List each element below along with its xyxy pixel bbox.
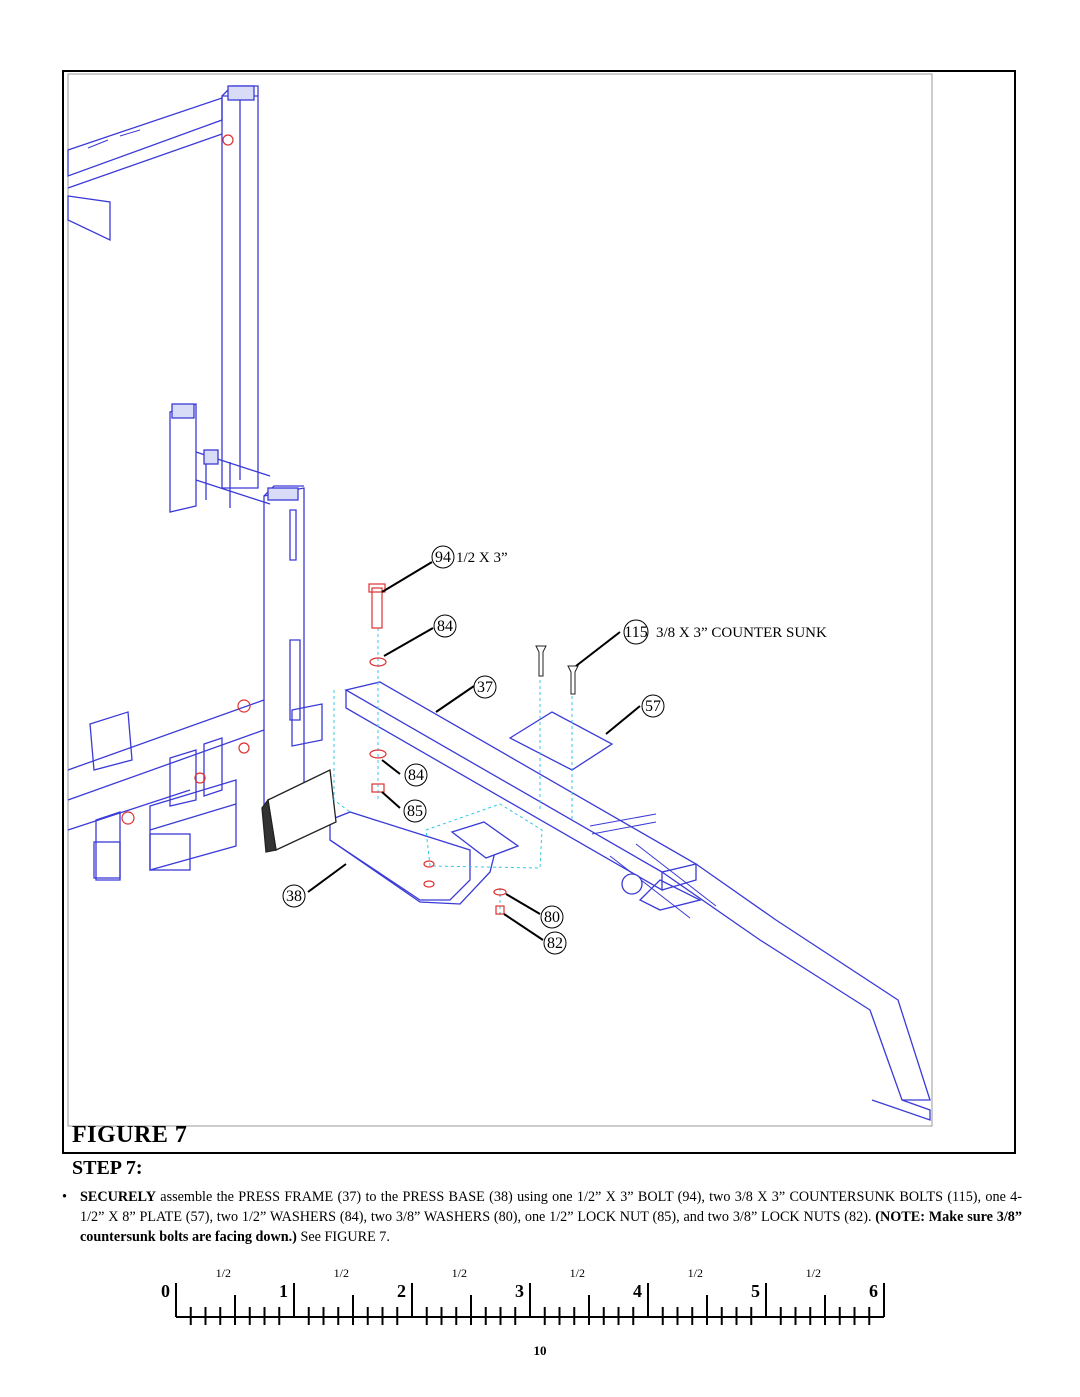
ruler-half-label: 1/2 xyxy=(570,1266,585,1280)
figure-caption: FIGURE 7 xyxy=(72,1122,188,1148)
callout-38: 38 xyxy=(282,884,306,908)
callout-84-lower: 84 xyxy=(404,763,428,787)
bullet: • xyxy=(62,1189,67,1205)
instruction-text: assemble the PRESS FRAME (37) to the PRE… xyxy=(80,1189,1022,1225)
svg-text:37: 37 xyxy=(477,679,493,696)
measuring-ruler: 0 1 2 3 4 5 6 1/2 1/2 1/2 1/2 1/2 1/2 xyxy=(161,1266,885,1325)
ruler-inch-label: 4 xyxy=(633,1281,642,1301)
callout-115: 115 3/8 X 3” COUNTER SUNK xyxy=(623,619,827,645)
instruction-lead: SECURELY xyxy=(80,1189,156,1205)
svg-text:85: 85 xyxy=(407,803,423,820)
svg-text:84: 84 xyxy=(437,618,453,635)
countersunk-bolts xyxy=(535,645,579,695)
callouts: 94 1/2 X 3” 84 115 3/8 X 3” COUNTER SUNK… xyxy=(282,545,827,955)
callout-84-upper: 84 xyxy=(433,614,457,638)
svg-text:94: 94 xyxy=(435,549,451,566)
machine-frame xyxy=(67,85,931,1121)
ruler-inch-label: 1 xyxy=(279,1281,288,1301)
inner-border xyxy=(67,73,933,1127)
svg-text:84: 84 xyxy=(408,767,424,784)
svg-text:38: 38 xyxy=(286,888,302,905)
svg-text:57: 57 xyxy=(645,698,661,715)
ruler-inch-label: 2 xyxy=(397,1281,406,1301)
ruler-inch-label: 0 xyxy=(161,1281,170,1301)
callout-85: 85 xyxy=(403,799,427,823)
assembly-diagram: 94 1/2 X 3” 84 115 3/8 X 3” COUNTER SUNK… xyxy=(67,73,933,1127)
instruction-note: (NOTE: Make sure 3/8” countersunk bolts … xyxy=(80,1209,1022,1245)
callout-82: 82 xyxy=(543,931,567,955)
ruler-half-label: 1/2 xyxy=(334,1266,349,1280)
instruction-see-figure: See FIGURE 7. xyxy=(296,1229,390,1245)
ruler-inch-label: 5 xyxy=(751,1281,760,1301)
figure-frame xyxy=(62,70,1016,1154)
svg-text:82: 82 xyxy=(547,935,563,952)
instruction-body: SECURELY assemble the PRESS FRAME (37) t… xyxy=(80,1187,1022,1247)
callout-37: 37 xyxy=(473,675,497,699)
svg-text:115: 115 xyxy=(624,624,647,641)
alignment-guides xyxy=(333,628,573,918)
callout-94: 94 1/2 X 3” xyxy=(431,545,508,569)
ruler-inch-label: 3 xyxy=(515,1281,524,1301)
ruler-inch-label: 6 xyxy=(869,1281,878,1301)
hardware xyxy=(121,134,507,915)
ruler-half-label: 1/2 xyxy=(688,1266,703,1280)
page-number: 10 xyxy=(533,1343,547,1358)
callout-57: 57 xyxy=(641,694,665,718)
callout-94-label: 1/2 X 3” xyxy=(456,550,508,566)
callout-115-label: 3/8 X 3” COUNTER SUNK xyxy=(656,625,827,641)
leader-lines xyxy=(307,561,641,941)
callout-80: 80 xyxy=(540,905,564,929)
svg-text:80: 80 xyxy=(544,909,560,926)
step-heading: STEP 7: xyxy=(72,1157,143,1179)
ruler-half-label: 1/2 xyxy=(216,1266,231,1280)
ruler-half-label: 1/2 xyxy=(452,1266,467,1280)
ruler-half-label: 1/2 xyxy=(806,1266,821,1280)
step-instruction: • SECURELY assemble the PRESS FRAME (37)… xyxy=(62,1187,1022,1247)
